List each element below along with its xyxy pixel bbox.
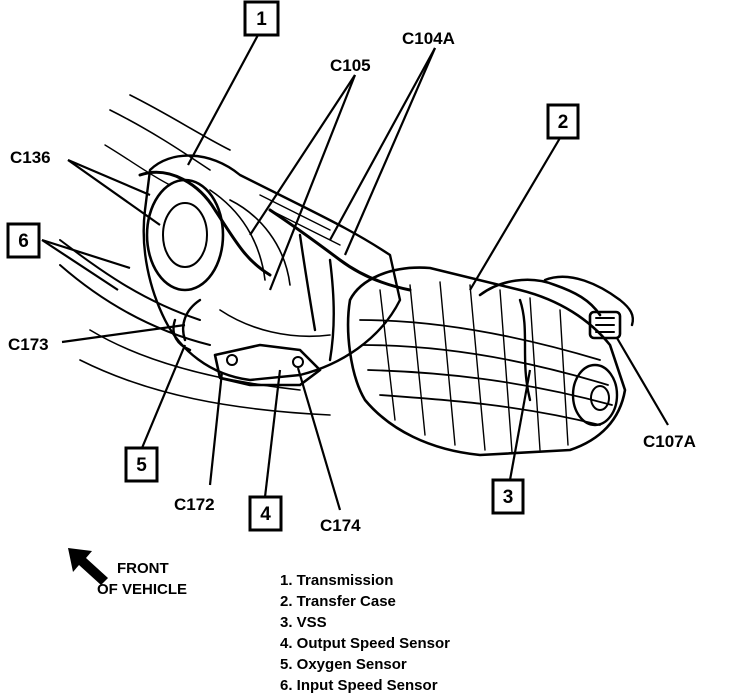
connector-c136-label: C136 — [10, 148, 51, 167]
legend-item: 4. Output Speed Sensor — [280, 635, 450, 652]
front-of-vehicle-indicator: FRONT OF VEHICLE — [68, 548, 187, 598]
callout-4: 4 — [248, 495, 283, 532]
callout-4-label: 4 — [260, 504, 271, 525]
connector-c174-label: C174 — [320, 516, 361, 535]
connector-c104a-label: C104A — [402, 29, 455, 48]
legend-item: 3. VSS — [280, 614, 327, 631]
callout-6-label: 6 — [18, 231, 29, 252]
front-label: FRONT — [117, 560, 169, 577]
callout-6: 6 — [6, 222, 41, 259]
callout-5: 5 — [124, 446, 159, 483]
of-vehicle-label: OF VEHICLE — [97, 581, 187, 598]
callout-1-label: 1 — [256, 9, 267, 30]
engine-transmission-illustration — [59, 94, 634, 457]
callout-5-label: 5 — [136, 455, 147, 476]
leader-lines — [41, 34, 669, 511]
legend-item: 6. Input Speed Sensor — [280, 677, 438, 694]
legend-item: 5. Oxygen Sensor — [280, 656, 407, 673]
front-arrow-icon — [68, 548, 108, 585]
connector-c173-label: C173 — [8, 335, 49, 354]
legend-item: 1. Transmission — [280, 572, 393, 589]
connector-c107a-label: C107A — [643, 432, 696, 451]
legend: 1. Transmission 2. Transfer Case 3. VSS … — [280, 572, 450, 694]
callout-2: 2 — [546, 103, 580, 140]
callout-3-label: 3 — [503, 487, 514, 508]
callout-2-label: 2 — [558, 112, 569, 133]
callout-3: 3 — [491, 478, 525, 515]
connector-c105-label: C105 — [330, 56, 371, 75]
connector-c172-label: C172 — [174, 495, 215, 514]
callout-1: 1 — [243, 0, 280, 37]
legend-item: 2. Transfer Case — [280, 593, 396, 610]
